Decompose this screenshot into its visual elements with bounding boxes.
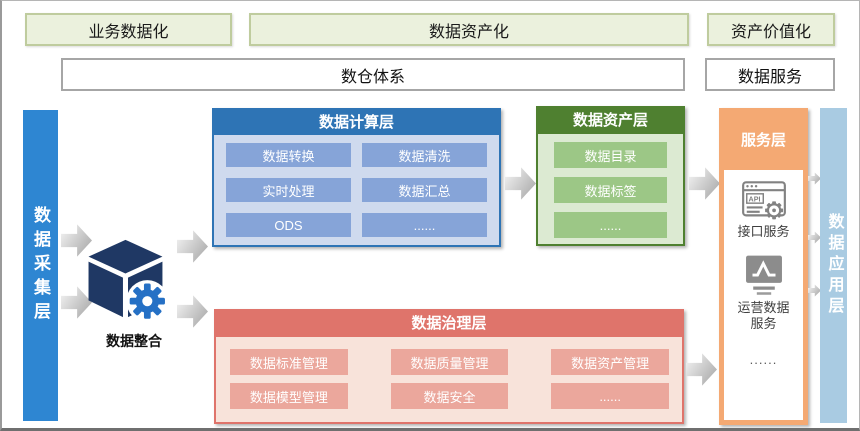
service-item-ops-data-label: 运营数据服务 — [737, 300, 790, 331]
chart-monitor-icon — [745, 255, 782, 295]
arrow-integration-to-computing — [177, 230, 208, 263]
data-asset-layer-title: 数据资产层 — [538, 108, 683, 134]
asset-item: ...... — [554, 212, 667, 238]
computing-item: ODS — [226, 213, 351, 237]
service-layer: 服务层 API — [719, 108, 808, 425]
governance-item: 数据质量管理 — [390, 349, 509, 375]
service-item-more-label: ...... — [749, 352, 778, 367]
data-asset-layer: 数据资产层 数据目录 数据标签 ...... — [536, 106, 685, 246]
banner-data-assetization: 数据资产化 — [249, 13, 689, 46]
service-layer-panel: API — [724, 170, 803, 420]
api-browser-icon: API — [741, 181, 786, 220]
arrow-computing-to-asset — [505, 167, 536, 200]
data-collection-layer-label: 数据采集层 — [31, 205, 50, 326]
banner-business-datafication: 业务数据化 — [25, 13, 232, 46]
data-governance-items: 数据标准管理 数据质量管理 数据资产管理 数据模型管理 数据安全 ...... — [216, 337, 682, 409]
computing-item: 实时处理 — [226, 178, 351, 202]
data-governance-layer: 数据治理层 数据标准管理 数据质量管理 数据资产管理 数据模型管理 数据安全 .… — [214, 309, 684, 424]
arrow-service-to-application-1 — [808, 172, 821, 185]
service-item-api-label: 接口服务 — [737, 224, 790, 239]
data-integration-cube-gear-icon — [88, 239, 169, 323]
governance-item: 数据模型管理 — [230, 383, 348, 409]
computing-item: ...... — [362, 213, 487, 237]
data-asset-items: 数据目录 数据标签 ...... — [538, 134, 683, 246]
data-computing-layer: 数据计算层 数据转换 数据清洗 实时处理 数据汇总 ODS ...... — [212, 108, 501, 247]
computing-item: 数据转换 — [226, 143, 351, 167]
arrow-service-to-application-3 — [808, 284, 821, 297]
banner-data-service: 数据服务 — [705, 58, 835, 91]
governance-item: 数据标准管理 — [230, 349, 348, 375]
data-application-layer-label: 数据应用层 — [825, 213, 843, 318]
arrow-integration-to-governance — [177, 295, 208, 328]
banner-asset-valorization: 资产价值化 — [707, 13, 835, 46]
data-integration-label: 数据整合 — [106, 333, 162, 349]
data-computing-layer-title: 数据计算层 — [214, 110, 499, 135]
svg-text:API: API — [748, 195, 760, 203]
data-computing-items: 数据转换 数据清洗 实时处理 数据汇总 ODS ...... — [214, 135, 499, 245]
asset-item: 数据目录 — [554, 142, 667, 168]
governance-item: 数据安全 — [390, 383, 509, 409]
computing-item: 数据清洗 — [362, 143, 487, 167]
banner-warehouse-system: 数仓体系 — [61, 58, 685, 91]
governance-item: ...... — [551, 383, 669, 409]
data-collection-layer-bar: 数据采集层 — [23, 110, 58, 421]
asset-item: 数据标签 — [554, 177, 667, 203]
arrow-governance-to-service — [686, 353, 717, 386]
service-layer-title: 服务层 — [740, 131, 786, 149]
governance-item: 数据资产管理 — [551, 349, 669, 375]
computing-item: 数据汇总 — [362, 178, 487, 202]
data-governance-layer-title: 数据治理层 — [216, 311, 682, 337]
arrow-service-to-application-2 — [808, 231, 821, 244]
arrow-asset-to-service — [689, 167, 720, 200]
data-application-layer-bar: 数据应用层 — [820, 108, 847, 423]
